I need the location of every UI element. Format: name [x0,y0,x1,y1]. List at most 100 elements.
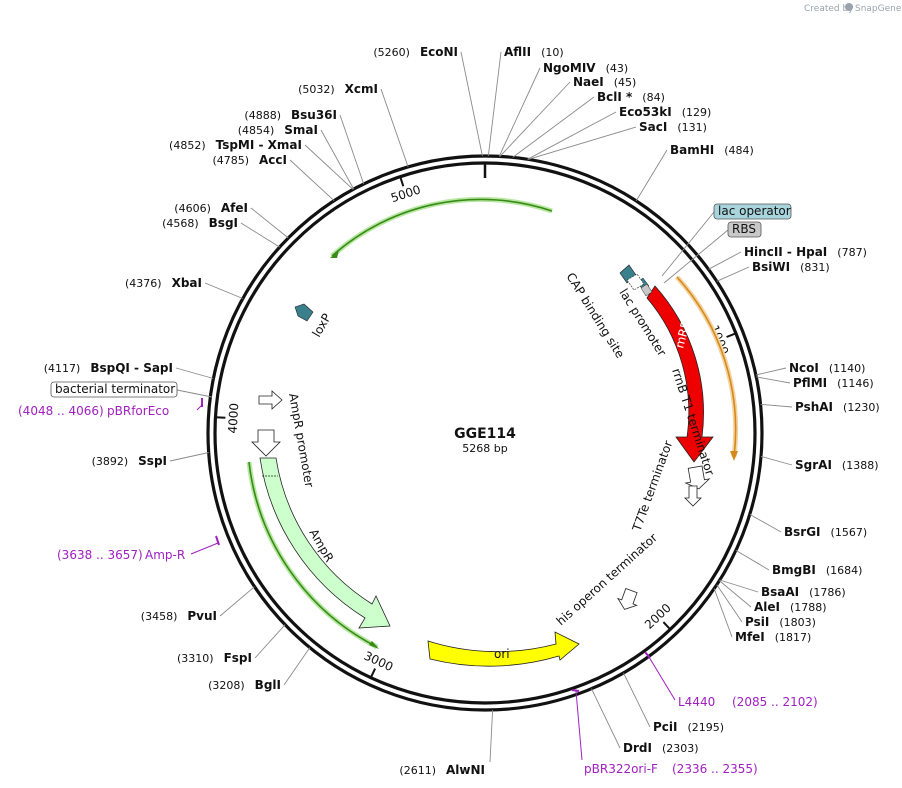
site-bsgi: BsgI(4568) [162,216,238,230]
orf-arc-left-arrowhead [369,641,379,649]
site-name: EcoNI [420,45,458,59]
site-position: (5032) [298,83,335,96]
site-name: PciI [653,720,678,734]
site-leader-line [304,144,354,190]
site-smai: SmaI(4854) [238,123,318,137]
scale-tick-label: 5000 [389,182,422,205]
scale-tick-mark [726,332,737,338]
site-leader-line [460,51,483,157]
site-leader-line [320,129,355,190]
site-fspi: FspI(3310) [177,651,252,665]
site-leader-line [499,81,571,157]
site-leader-line [489,709,494,763]
primer-range-pbr322ori-f: (2336 .. 2355) [672,762,758,776]
mrfp1-feature [646,285,714,463]
loxp-feature [294,303,314,322]
site-name: NcoI [789,361,819,375]
primer-name-pbr322ori-f: pBR322ori-F [584,762,658,776]
site-position: (2195) [688,721,725,734]
site-position: (4568) [162,217,199,230]
site-name: AleI [754,600,780,614]
site-bsu36i: Bsu36I(4888) [244,108,337,122]
site-name: BamHI [670,143,714,157]
primer-name-pbrforeco: pBRforEco [107,404,169,418]
site-position: (1230) [843,401,880,414]
site-aflii: AflII (10) [504,45,564,59]
plasmid-length: 5268 bp [462,442,507,455]
scale-tick-mark [399,176,405,187]
orf-arc-right-arrowhead [730,451,738,461]
site-bmgbi: BmgBI(1684) [772,563,862,577]
site-position: (4785) [212,154,249,167]
site-hincii-hpai: HincII - HpaI(787) [744,245,867,259]
site-leader-line [175,367,214,379]
site-leader-line [339,114,365,185]
site-name: BspQI - SapI [90,361,173,375]
primer-name-l4440: L4440 [678,695,715,709]
site-leaders [169,51,793,763]
site-position: (131) [677,121,707,134]
site-position: (4852) [169,139,206,152]
primers: (4048 .. 4066) pBRforEco (3638 .. 3657) … [18,398,818,776]
lac-operator-label: lac operator [718,204,791,218]
site-afei: AfeI(4606) [174,201,248,215]
primer-name-amp-r: Amp-R [145,548,185,562]
primer-mark-amp-r [215,535,220,546]
t7te-terminator-feature [684,485,702,507]
bacterial-terminator-label: bacterial terminator [55,382,175,396]
rbs-label: RBS [732,222,756,236]
site-alei: AleI(1788) [754,600,827,614]
scale-tick-label: 3000 [362,649,396,675]
site-leader-line [760,455,793,466]
site-name: SgrAI [795,458,832,472]
site-name: BglI [255,678,281,692]
site-name: XcmI [345,82,378,96]
site-leader-line [498,67,541,157]
site-position: (10) [541,46,564,59]
rbs-mark [640,283,653,297]
site-position: (2303) [662,742,699,755]
site-leader-line [204,282,243,299]
site-name: BclI * [597,90,633,104]
site-name: MfeI [735,630,765,644]
site-eco53ki: Eco53kI(129) [619,105,711,119]
created-by-text: Created by [804,4,854,14]
site-name: DrdI [623,741,652,755]
his-operon-terminator-label: his operon terminator [554,530,660,628]
site-leader-line [713,588,733,638]
site-position: (4606) [174,202,211,215]
primer-range-amp-r: (3638 .. 3657) [57,548,143,562]
site-leader-line [254,624,286,659]
site-name: AflII [504,45,531,59]
bacterial-terminator-feature [258,390,283,410]
site-name: FspI [224,651,252,665]
orf-arc-top-arrowhead [330,250,339,258]
site-position: (45) [614,76,637,89]
cap-binding-site-label: CAP binding site [563,270,627,360]
site-bamhi: BamHI(484) [670,143,754,157]
site-name: SacI [639,120,667,134]
site-mfei: MfeI(1817) [735,630,811,644]
orf-arc-right [676,276,737,458]
t7te-terminator-label: T7Te terminator [629,439,675,534]
site-leader-line [756,376,791,384]
site-leader-line [735,550,770,571]
site-bgli: BglI(3208) [208,678,281,692]
site-name: Bsu36I [291,108,337,122]
ori-label: ori [494,647,510,661]
site-position: (4117) [44,362,81,375]
site-leader-line [719,579,759,593]
snapgene-brand: SnapGene [855,4,902,14]
site-name: Eco53kI [619,105,672,119]
site-econi: EcoNI(5260) [373,45,458,59]
site-position: (831) [800,261,830,274]
site-name: NaeI [573,75,604,89]
site-leader-line [169,452,209,462]
site-name: PflMI [793,376,827,390]
loxp-label: loxP [309,311,333,339]
site-name: XbaI [172,276,202,290]
site-bspqi-sapi: BspQI - SapI (4117) [44,361,173,375]
rbs-box [727,221,762,238]
site-position: (1786) [809,586,846,599]
site-position: (3458) [141,610,178,623]
